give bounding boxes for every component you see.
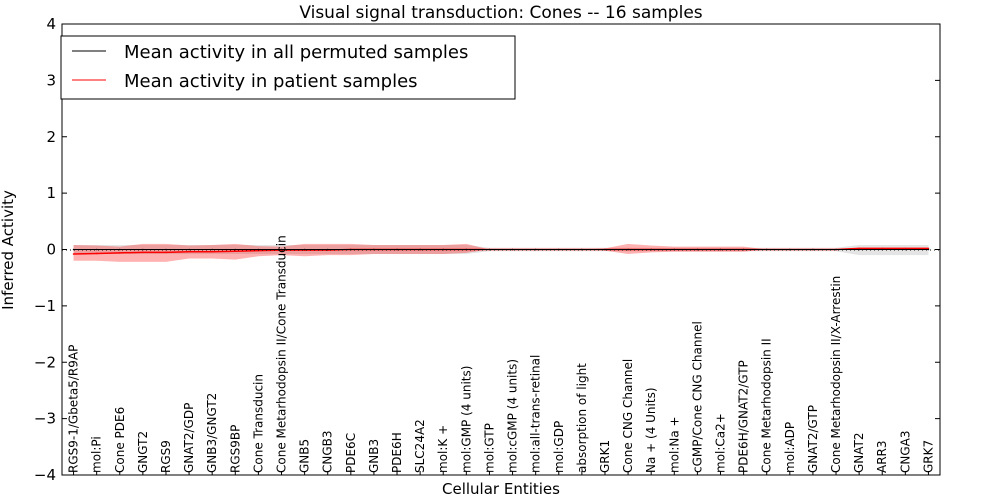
x-tick-label: SLC24A2 — [413, 419, 427, 473]
point — [72, 248, 75, 251]
point — [95, 248, 98, 251]
legend: Mean activity in all permuted samples Me… — [60, 35, 516, 100]
y-tick-label: −1 — [34, 297, 56, 315]
x-tick-label: mol:GDP — [552, 421, 566, 473]
x-tick-label: RGS9BP — [228, 425, 242, 473]
x-tick-label: GNAT2/GTP — [806, 405, 820, 473]
legend-label-permuted: Mean activity in all permuted samples — [124, 42, 468, 63]
y-tick-label: −2 — [34, 353, 56, 371]
x-tick-label: mol:ADP — [783, 422, 797, 473]
x-tick-label: Na + (4 Units) — [644, 387, 658, 473]
x-tick-label: Cone PDE6 — [113, 407, 127, 473]
y-tick-label: −4 — [34, 466, 56, 484]
point — [142, 251, 144, 254]
point — [904, 248, 907, 251]
point — [604, 248, 606, 251]
point — [211, 250, 213, 253]
x-tick-label: Cone Transducin — [251, 374, 265, 473]
x-tick-label: Cone Metarhodopsin II/X-Arrestin — [829, 276, 843, 473]
x-tick-label: GNB3 — [367, 439, 381, 473]
x-tick-label: CNGB3 — [321, 430, 335, 473]
point — [534, 248, 537, 251]
band-patient — [73, 243, 929, 262]
point — [511, 248, 514, 251]
x-tick-label: absorption of light — [575, 363, 589, 473]
x-tick-label: Cone Metarhodopsin II — [760, 338, 774, 473]
x-tick-label: mol:Ca2+ — [714, 413, 728, 473]
point — [396, 248, 398, 251]
y-tick-label: 1 — [46, 184, 56, 202]
x-tick-label: cGMP/Cone CNG Channel — [690, 321, 704, 473]
point — [234, 250, 237, 252]
x-tick-label: mol:cGMP (4 units) — [506, 359, 520, 473]
x-tick-label: GNGT2 — [136, 431, 150, 473]
x-tick-label: GNAT2 — [852, 432, 866, 473]
y-tick-label: 0 — [46, 241, 56, 259]
x-tick-label: GRK1 — [598, 440, 612, 473]
x-tick-label: GRK7 — [921, 440, 935, 473]
point — [419, 248, 421, 251]
y-tick-label: −3 — [34, 410, 56, 428]
point — [326, 248, 329, 251]
x-tick-label: CNGA3 — [898, 431, 912, 474]
x-tick-label: RGS9 — [159, 440, 173, 473]
y-tick-label: 2 — [46, 128, 56, 146]
x-tick-label: GNAT2/GDP — [182, 403, 196, 473]
x-tick-label: mol:Pi — [90, 436, 104, 473]
point — [303, 248, 306, 251]
point — [188, 250, 190, 253]
point — [118, 248, 121, 251]
point — [927, 248, 930, 251]
point — [72, 253, 75, 255]
point — [927, 247, 930, 250]
x-tick-label: mol:GTP — [482, 423, 496, 473]
point — [812, 248, 814, 251]
point — [211, 248, 213, 251]
x-tick-label: Cone CNG Channel — [621, 359, 635, 473]
y-tick-label: 3 — [46, 71, 56, 89]
legend-label-patient: Mean activity in patient samples — [124, 71, 418, 92]
x-tick-label: PDE6H/GNAT2/GTP — [737, 360, 751, 473]
point — [488, 248, 491, 251]
x-tick-label: mol:all-trans-retinal — [529, 355, 543, 473]
chart-title: Visual signal transduction: Cones -- 16 … — [299, 3, 702, 23]
point — [742, 248, 745, 251]
point — [719, 248, 722, 251]
point — [280, 248, 283, 251]
point — [165, 251, 167, 254]
y-tick-label: 4 — [46, 15, 56, 33]
y-axis-label: Inferred Activity — [0, 190, 17, 310]
point — [188, 248, 190, 251]
point — [858, 247, 860, 250]
point — [904, 247, 907, 250]
point — [118, 252, 121, 254]
x-tick-label: mol:K + — [436, 425, 450, 473]
x-tick-label: mol:GMP (4 units) — [459, 366, 473, 473]
point — [696, 248, 699, 251]
x-tick-label: GNB5 — [298, 439, 312, 473]
x-tick-label: Cone Metarhodopsin II/Cone Transducin — [275, 235, 289, 473]
point — [627, 248, 629, 251]
x-tick-label: GNB3/GNGT2 — [205, 393, 219, 473]
x-tick-label: ARR3 — [875, 440, 889, 473]
x-tick-label: RGS9-1/Gbeta5/R9AP — [67, 345, 81, 473]
x-tick-label: PDE6H — [390, 432, 404, 473]
x-tick-label: PDE6C — [344, 433, 358, 473]
x-axis-label: Cellular Entities — [442, 480, 560, 498]
point — [95, 252, 98, 255]
point — [881, 247, 884, 250]
point — [835, 248, 837, 251]
x-tick-label: mol:Na + — [667, 416, 681, 473]
